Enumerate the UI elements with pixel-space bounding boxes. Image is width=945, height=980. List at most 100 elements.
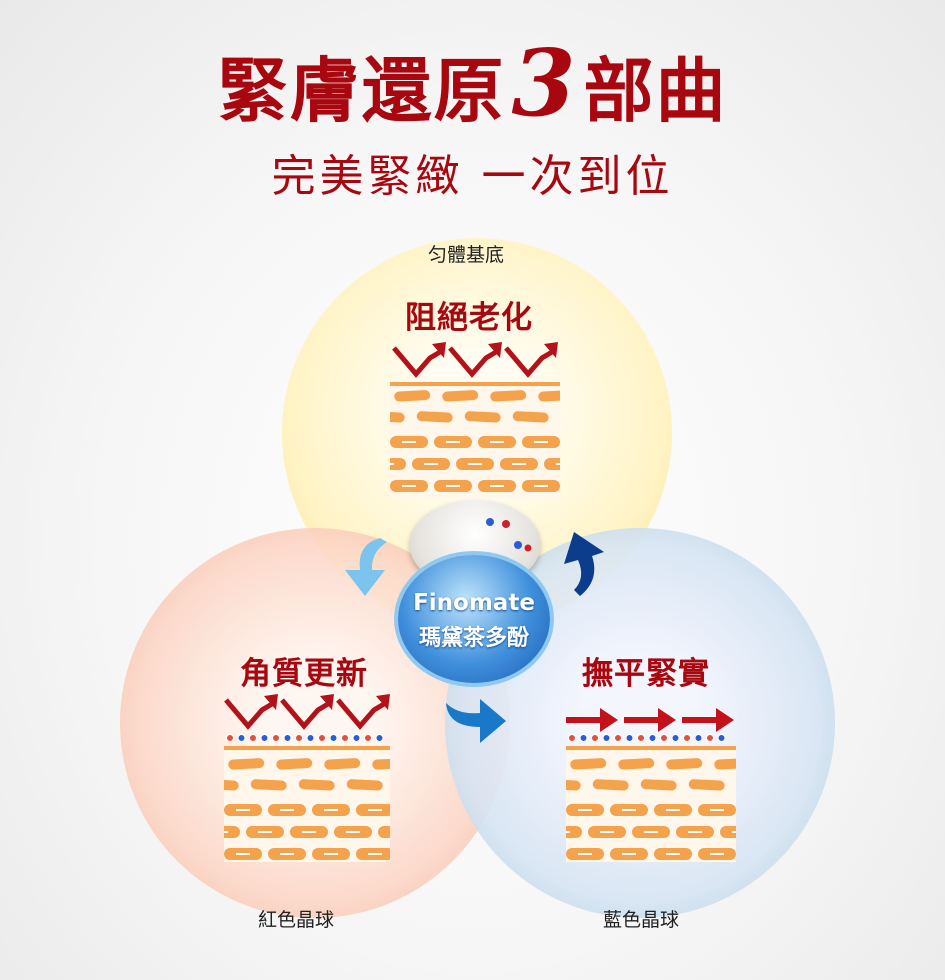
skin-cell: [298, 779, 335, 791]
molecule-dot: [660, 734, 668, 742]
molecule-dot: [226, 734, 234, 742]
skin-cell: [714, 758, 736, 770]
arrowhead-icon: [544, 342, 558, 358]
skin-cell: [640, 779, 677, 791]
caption-left: 紅色晶球: [258, 909, 335, 931]
skin-cell: [566, 779, 581, 791]
skin-cell: [394, 390, 431, 402]
center-brand: Finomate: [413, 590, 535, 616]
cell-highlight: [578, 853, 592, 855]
cell-highlight: [302, 831, 316, 833]
skin-diagram-left: [224, 694, 390, 862]
right-arrow-shaft: [624, 717, 660, 723]
cell-highlight: [512, 463, 526, 465]
right-arrow-shaft: [682, 717, 718, 723]
cell-highlight: [490, 441, 504, 443]
cell-highlight: [534, 441, 548, 443]
skin-cell: [544, 458, 560, 470]
center-name: 瑪黛茶多酚: [418, 626, 529, 651]
skin-surface-line: [390, 382, 560, 386]
molecule-dot: [341, 734, 349, 742]
zigzag-arrow-icon: [504, 346, 554, 378]
cell-highlight: [446, 441, 460, 443]
skin-cell: [720, 826, 736, 838]
skin-cell: [442, 390, 479, 402]
skin-cell: [566, 826, 582, 838]
cell-highlight: [688, 831, 702, 833]
cell-highlight: [402, 441, 416, 443]
skin-cell: [592, 779, 629, 791]
center-badge: [398, 555, 550, 683]
right-arrow-icon: [600, 708, 618, 732]
molecule-dot: [694, 734, 703, 742]
cell-highlight: [644, 831, 658, 833]
molecule-dot: [272, 734, 280, 742]
right-arrow-icon: [716, 708, 734, 732]
cell-highlight: [666, 809, 680, 811]
zigzag-arrow-icon: [336, 698, 386, 730]
skin-cell: [228, 758, 265, 770]
molecule-dot: [671, 734, 680, 742]
heading-left: 角質更新: [240, 656, 368, 692]
subtitle: 完美緊緻 一次到位: [271, 151, 674, 202]
skin-cell: [490, 390, 527, 402]
cell-highlight: [390, 463, 394, 465]
cell-highlight: [324, 853, 338, 855]
title-text: 緊膚還原: [217, 49, 506, 132]
skin-cell: [390, 411, 405, 423]
cell-highlight: [424, 463, 438, 465]
arrowhead-icon: [432, 342, 446, 358]
cell-highlight: [556, 463, 560, 465]
molecule-dot: [295, 734, 303, 742]
skin-cell: [390, 458, 406, 470]
cell-highlight: [710, 853, 724, 855]
molecule-dot: [237, 734, 246, 742]
cell-highlight: [258, 831, 272, 833]
molecule-dot: [318, 734, 326, 742]
skin-cell: [688, 779, 725, 791]
zigzag-arrow-icon: [224, 698, 274, 730]
cell-highlight: [280, 853, 294, 855]
skin-cell: [416, 411, 453, 423]
cell-highlight: [710, 809, 724, 811]
cell-highlight: [446, 485, 460, 487]
cell-highlight: [534, 485, 548, 487]
skin-cell: [324, 758, 361, 770]
molecule-dot: [283, 734, 292, 742]
zigzag-arrow-icon: [392, 346, 442, 378]
right-arrow-shaft: [566, 717, 602, 723]
molecule-dot: [614, 734, 622, 742]
cell-highlight: [490, 485, 504, 487]
skin-cell: [224, 779, 239, 791]
molecule-dot: [306, 734, 315, 742]
molecule-dot: [249, 734, 257, 742]
title-number: 3: [511, 29, 578, 137]
skin-cell: [512, 411, 549, 423]
molecule-dot: [579, 734, 588, 742]
cell-highlight: [368, 809, 382, 811]
molecule-dot: [602, 734, 611, 742]
arrowhead-icon: [264, 694, 278, 710]
skin-cell: [224, 826, 240, 838]
cell-highlight: [402, 485, 416, 487]
cell-highlight: [578, 809, 592, 811]
molecule-dot: [625, 734, 634, 742]
skin-surface-line: [566, 746, 736, 750]
page-title: 緊膚還原3部曲: [0, 37, 945, 136]
caption-right: 藍色晶球: [603, 909, 680, 931]
cell-highlight: [600, 831, 614, 833]
molecule-dot: [260, 734, 269, 742]
right-arrow-icon: [658, 708, 676, 732]
cell-highlight: [224, 831, 228, 833]
cell-highlight: [468, 463, 482, 465]
cell-highlight: [622, 853, 636, 855]
heading-right: 撫平緊實: [582, 656, 710, 692]
molecule-dot: [683, 734, 691, 742]
skin-cell: [618, 758, 655, 770]
arrowhead-icon: [320, 694, 334, 710]
skin-cell: [346, 779, 383, 791]
cell-highlight: [236, 853, 250, 855]
caption-top: 匀體基底: [428, 244, 505, 266]
cell-highlight: [368, 853, 382, 855]
molecule-dot: [717, 734, 726, 742]
